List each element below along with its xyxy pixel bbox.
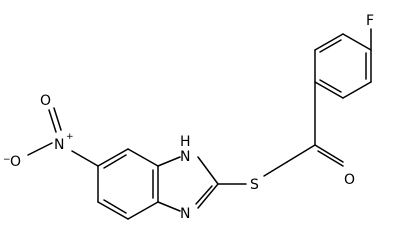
bond [127, 148, 159, 167]
nitro-nitrogen-atom: N [54, 137, 64, 153]
bond [27, 142, 53, 156]
benzo-ring [97, 148, 159, 220]
nh-nitrogen-atom: N [180, 149, 190, 165]
ketone-oxygen-atom: O [344, 172, 355, 188]
bond [342, 81, 372, 99]
bond [263, 161, 288, 177]
bond [314, 33, 344, 51]
bond [319, 39, 342, 53]
bond [342, 33, 372, 51]
bond [48, 109, 57, 133]
nh-hydrogen-atom: H [180, 134, 191, 150]
nitro-oxygen-top-atom: O [40, 93, 51, 109]
bond [103, 199, 127, 214]
bond [314, 81, 344, 99]
fluorine-atom: F [366, 13, 374, 29]
bond [157, 156, 181, 167]
bond [127, 201, 159, 220]
nitro-minus-charge: − [3, 155, 11, 165]
bond [197, 156, 219, 185]
fluorophenyl-ring [314, 28, 372, 99]
ketone-linker [263, 81, 344, 177]
bond [71, 150, 99, 167]
bond [97, 148, 129, 167]
nitro-group [27, 107, 99, 167]
bond [53, 107, 62, 131]
bond [103, 154, 127, 169]
nitro-plus-charge: + [66, 132, 74, 142]
bond [97, 201, 129, 220]
bond [195, 185, 213, 205]
structure-diagram: F O S N H N [3, 13, 374, 222]
imidazole-ring [157, 156, 219, 212]
nitro-oxygen-minus-atom: O [10, 154, 21, 170]
bond [314, 144, 344, 163]
sulfur-atom: S [250, 177, 259, 193]
molecule-canvas: F O S N H N [3, 13, 374, 222]
bond [197, 183, 219, 209]
bond [157, 201, 181, 212]
bond [286, 144, 316, 163]
bond [317, 150, 344, 167]
imine-nitrogen-atom: N [180, 206, 190, 222]
bond [319, 79, 342, 93]
